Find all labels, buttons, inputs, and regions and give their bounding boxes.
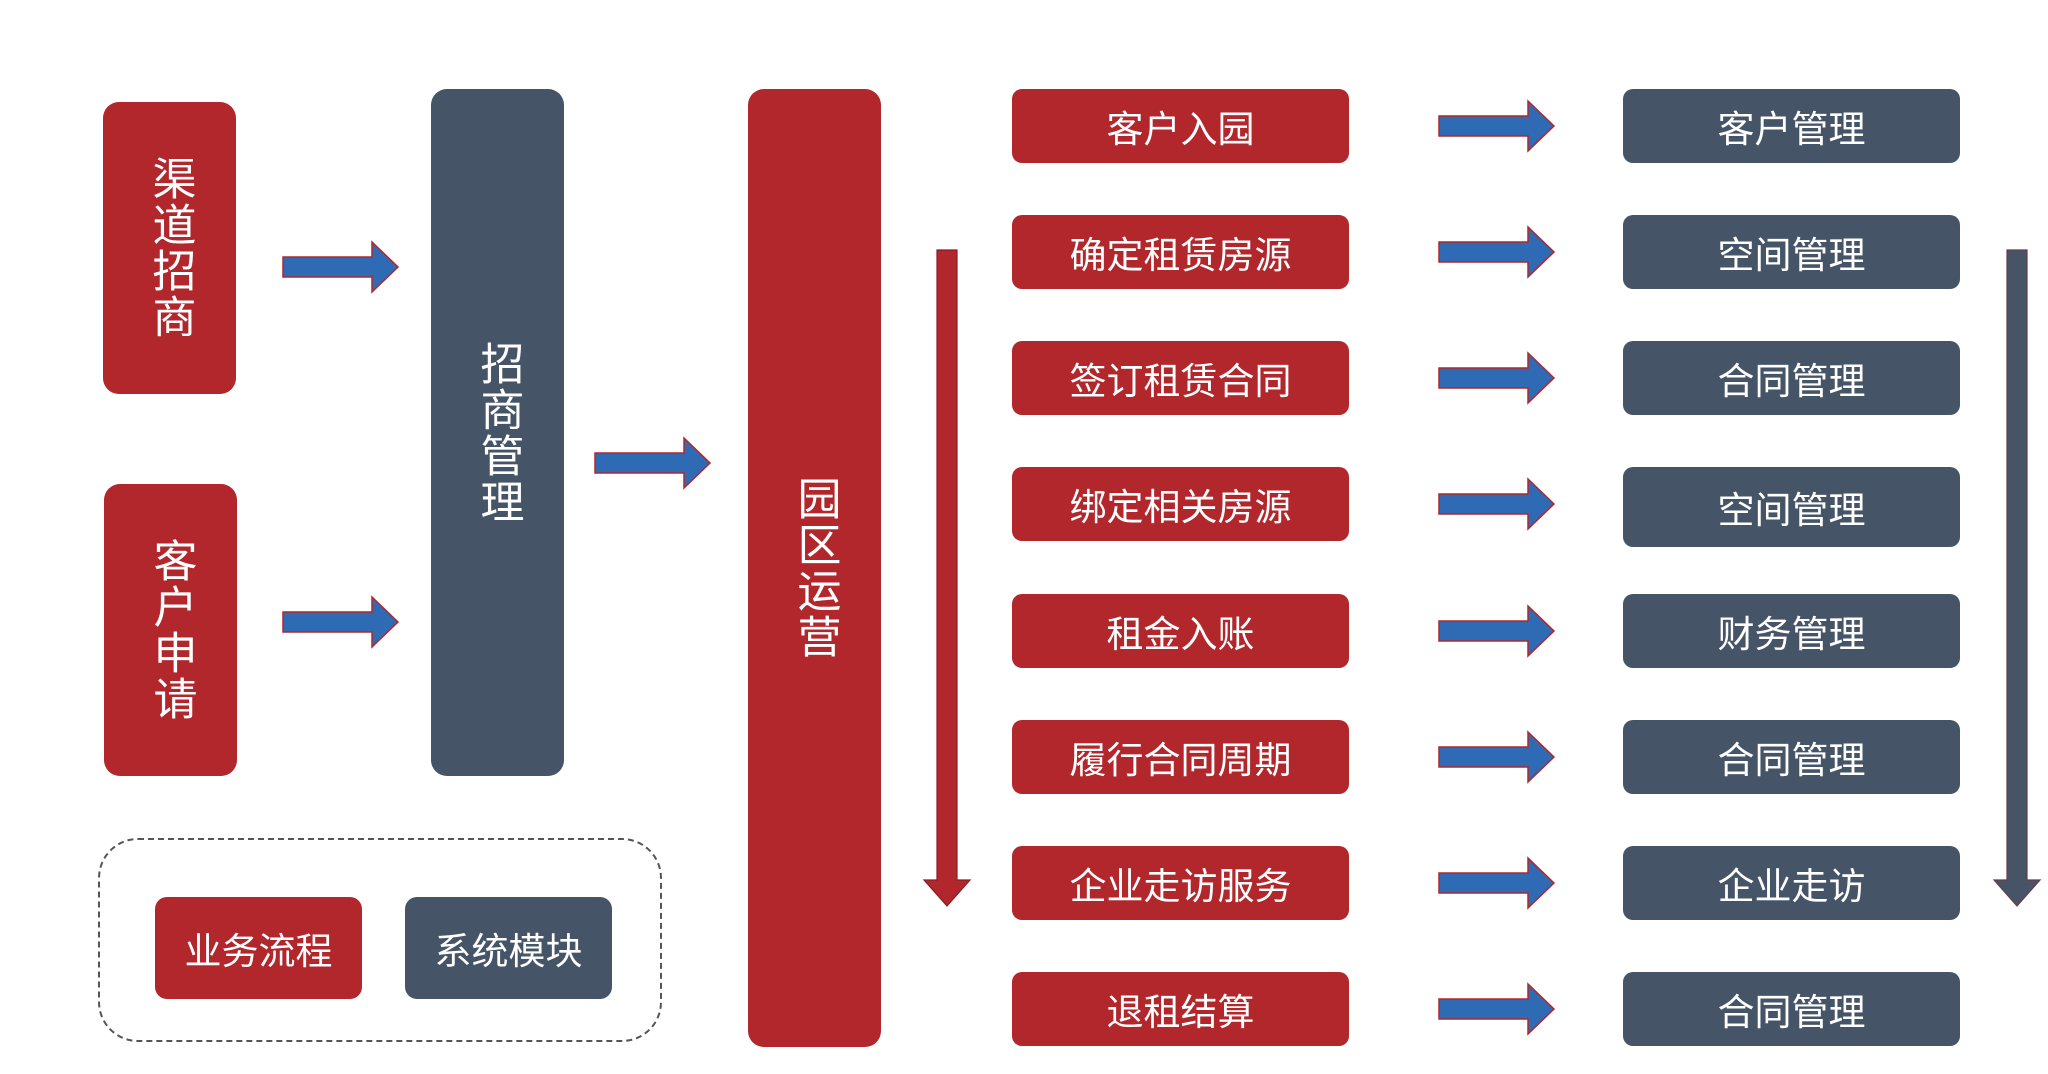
legend-business-process: 业务流程	[155, 897, 362, 999]
step-arrow-2	[1438, 225, 1556, 279]
legend-system-module: 系统模块	[405, 897, 612, 999]
module-4: 空间管理	[1623, 467, 1960, 547]
process-step-label: 签订租赁合同	[1069, 360, 1292, 403]
module-label: 合同管理	[1717, 991, 1866, 1034]
module-8: 合同管理	[1623, 972, 1960, 1046]
module-label: 财务管理	[1717, 613, 1866, 656]
channel-to-management-arrow	[282, 240, 400, 294]
application-to-management-arrow	[282, 595, 400, 649]
process-flow-down-arrow	[922, 249, 972, 907]
management-to-operation-arrow	[594, 436, 712, 490]
module-label: 空间管理	[1717, 489, 1866, 532]
customer-application-label: 客户申请	[145, 538, 197, 722]
process-step-4: 绑定相关房源	[1012, 467, 1349, 541]
module-6: 合同管理	[1623, 720, 1960, 794]
process-step-1: 客户入园	[1012, 89, 1349, 163]
channel-investment-box: 渠道招商	[103, 102, 236, 394]
process-step-7: 企业走访服务	[1012, 846, 1349, 920]
process-step-label: 确定租赁房源	[1069, 234, 1292, 277]
process-step-label: 租金入账	[1106, 613, 1255, 656]
step-arrow-3	[1438, 351, 1556, 405]
legend-system-module-label: 系统模块	[434, 930, 583, 973]
step-arrow-6	[1438, 730, 1556, 784]
step-arrow-1	[1438, 99, 1556, 153]
step-arrow-5	[1438, 604, 1556, 658]
process-step-label: 退租结算	[1106, 991, 1255, 1034]
process-step-5: 租金入账	[1012, 594, 1349, 668]
investment-management-label: 招商管理	[472, 340, 524, 525]
process-step-8: 退租结算	[1012, 972, 1349, 1046]
module-flow-down-arrow	[1992, 249, 2042, 907]
process-step-label: 企业走访服务	[1069, 865, 1292, 908]
module-1: 客户管理	[1623, 89, 1960, 163]
step-arrow-7	[1438, 856, 1556, 910]
module-label: 合同管理	[1717, 739, 1866, 782]
module-label: 客户管理	[1717, 108, 1866, 151]
legend-frame	[98, 838, 662, 1042]
step-arrow-4	[1438, 477, 1556, 531]
process-step-6: 履行合同周期	[1012, 720, 1349, 794]
park-operation-box: 园区运营	[748, 89, 881, 1047]
module-label: 空间管理	[1717, 234, 1866, 277]
module-2: 空间管理	[1623, 215, 1960, 289]
process-step-label: 履行合同周期	[1069, 739, 1292, 782]
customer-application-box: 客户申请	[104, 484, 237, 776]
legend-business-process-label: 业务流程	[184, 930, 333, 973]
investment-management-box: 招商管理	[431, 89, 564, 776]
process-step-label: 绑定相关房源	[1069, 486, 1292, 529]
process-step-3: 签订租赁合同	[1012, 341, 1349, 415]
process-step-2: 确定租赁房源	[1012, 215, 1349, 289]
channel-investment-label: 渠道招商	[144, 156, 196, 340]
module-label: 企业走访	[1717, 865, 1866, 908]
process-step-label: 客户入园	[1106, 108, 1255, 151]
module-7: 企业走访	[1623, 846, 1960, 920]
module-5: 财务管理	[1623, 594, 1960, 668]
module-label: 合同管理	[1717, 360, 1866, 403]
module-3: 合同管理	[1623, 341, 1960, 415]
step-arrow-8	[1438, 982, 1556, 1036]
park-operation-label: 园区运营	[789, 476, 841, 660]
